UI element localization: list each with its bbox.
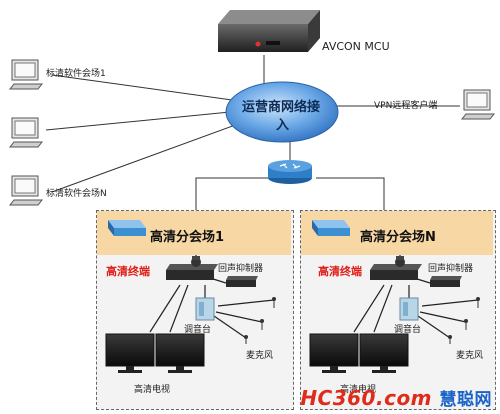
- operator-network-cloud: [225, 81, 339, 143]
- hd-room-n-echo-label: 回声抑制器: [428, 264, 474, 274]
- router-link-left: [195, 177, 268, 210]
- watermark-suffix: .com: [375, 386, 433, 410]
- room-n-cables: [353, 255, 479, 339]
- microphone-icon: [244, 297, 276, 344]
- watermark-logo: HC360.com 慧聪网: [300, 385, 492, 410]
- microphone-icon: [448, 297, 480, 344]
- connection-lines: [45, 55, 460, 210]
- network-label-line2: 入: [276, 118, 290, 133]
- network-label-line1: 运营商网络接: [242, 100, 321, 115]
- hd-room-n-terminal-label: 高清终端: [318, 265, 362, 278]
- sd-pc-1: [8, 59, 44, 90]
- watermark-brand: HC360: [300, 386, 376, 410]
- hd-terminal-device: [370, 256, 422, 280]
- sd-pc-2: [8, 117, 44, 148]
- watermark-cn: 慧聪网: [439, 390, 492, 410]
- mcu-label: AVCON MCU: [322, 40, 390, 53]
- hd-room-1-echo-label: 回声抑制器: [218, 264, 264, 274]
- echo-canceller-device: [430, 276, 462, 287]
- hd-terminal-device: [166, 256, 218, 280]
- mixer-device: [195, 297, 215, 321]
- mcu-device: [218, 10, 320, 52]
- sd-pc-3: [8, 175, 44, 206]
- hd-tv-left: [309, 333, 359, 373]
- sd-link-2: [45, 111, 231, 131]
- sd-site-n-label: 标清软件会场N: [46, 189, 107, 199]
- sd-link-3: [51, 123, 239, 193]
- room-1-cables: [149, 255, 275, 339]
- hd-room-n-title: 高清分会场N: [360, 230, 436, 245]
- hd-room-n-mic-label: 麦克风: [456, 351, 484, 361]
- hd-room-1-mixer-label: 调音台: [184, 325, 212, 335]
- hd-room-n-mixer-label: 调音台: [394, 325, 422, 335]
- switch-icon: [312, 220, 350, 236]
- router-link-right: [316, 177, 385, 210]
- hd-tv-right: [359, 333, 409, 373]
- hd-room-n-equipment: [309, 220, 480, 373]
- hd-room-1-terminal-label: 高清终端: [106, 265, 150, 278]
- vpn-pc: [460, 89, 496, 120]
- mixer-device: [399, 297, 419, 321]
- sd-site-1-label: 标清软件会场1: [46, 69, 106, 79]
- vpn-label: VPN远程客户端: [374, 101, 438, 111]
- router-icon: [268, 160, 312, 184]
- switch-icon: [108, 220, 146, 236]
- hd-room-n-tv-label: 高清电视: [340, 385, 377, 395]
- echo-canceller-device: [226, 276, 258, 287]
- sd-link-1: [51, 74, 233, 101]
- hd-room-1-title: 高清分会场1: [150, 230, 225, 245]
- hd-room-1-mic-label: 麦克风: [246, 351, 274, 361]
- hd-room-1-equipment: [105, 220, 276, 373]
- hd-tv-right: [155, 333, 205, 373]
- hd-room-1-tv-label: 高清电视: [134, 385, 171, 395]
- hd-tv-left: [105, 333, 155, 373]
